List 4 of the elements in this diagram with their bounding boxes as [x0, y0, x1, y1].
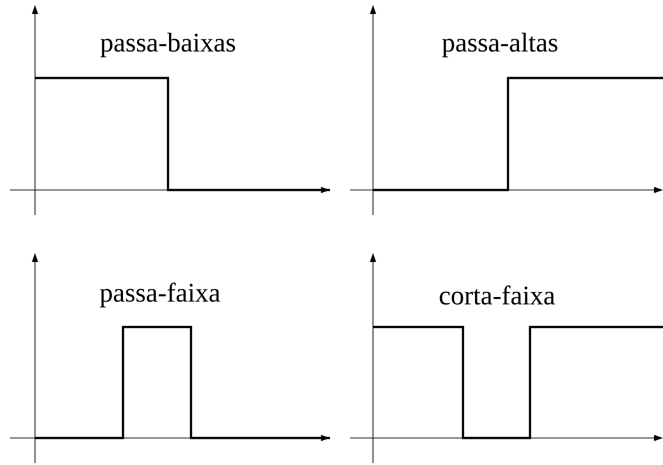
plot-title: passa-baixas — [100, 32, 236, 58]
plot-title: passa-altas — [442, 32, 558, 58]
plot-title: corta-faixa — [440, 285, 555, 305]
plot-title: passa-faixa — [100, 282, 220, 308]
